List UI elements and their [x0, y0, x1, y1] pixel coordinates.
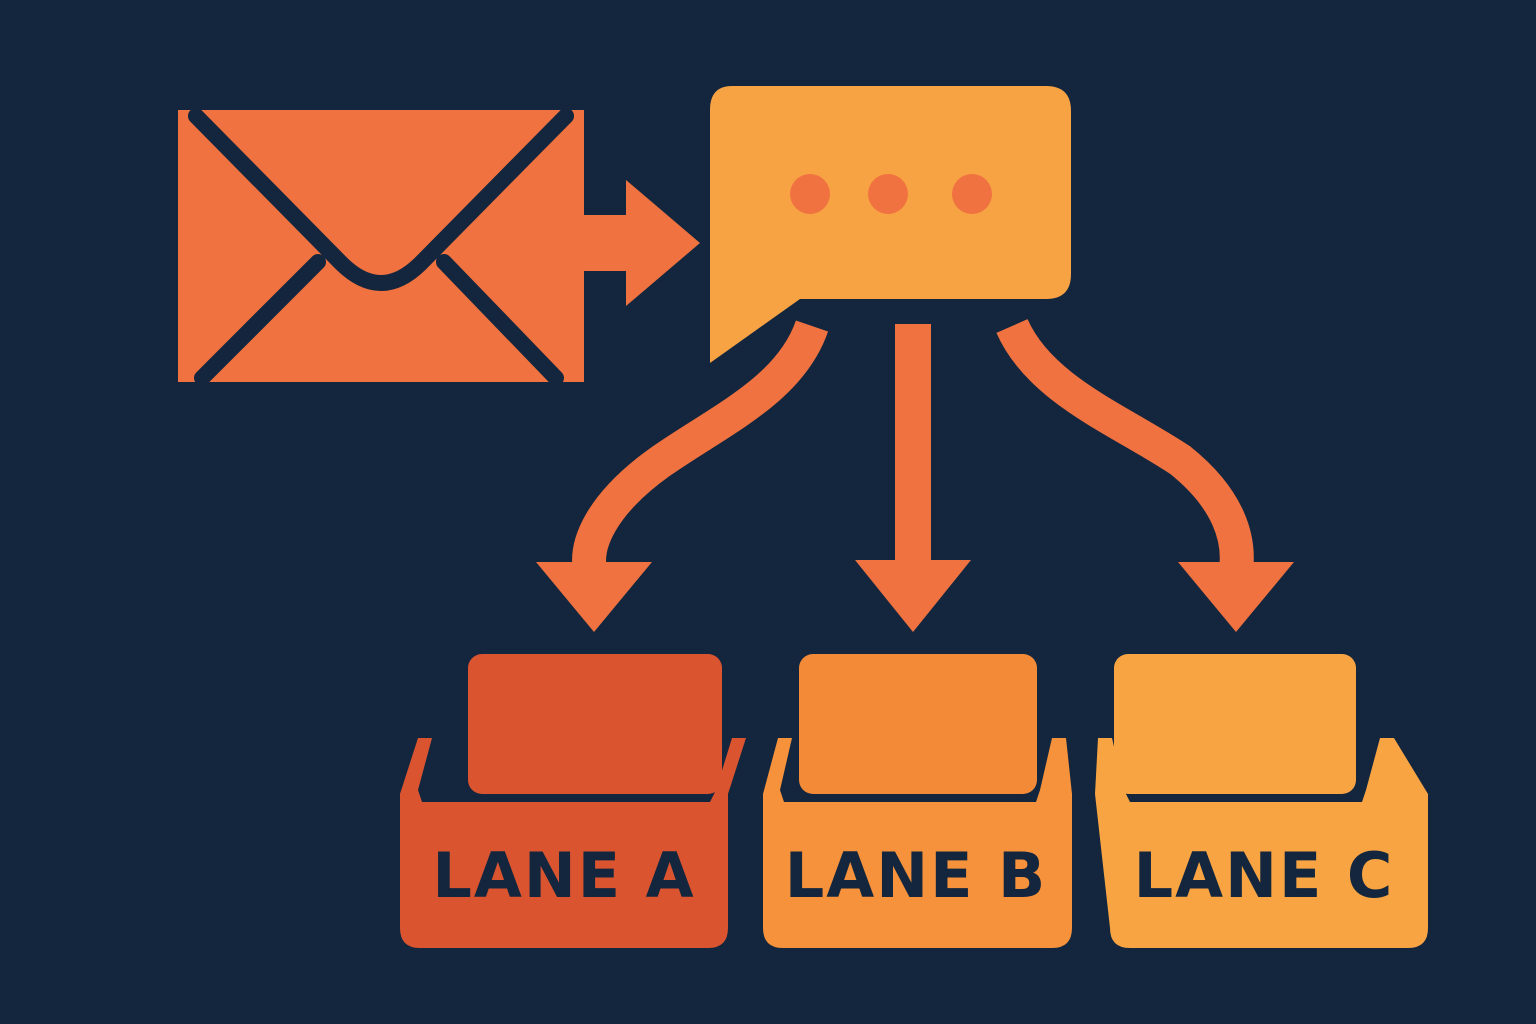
lane-label: LANE C [1134, 839, 1395, 912]
envelope-icon [178, 108, 584, 386]
chat-bubble-icon [710, 86, 1071, 363]
typing-dot [952, 174, 992, 214]
arrow-head-icon [536, 562, 652, 632]
tray-icon [1095, 738, 1428, 948]
lane-label: LANE B [785, 839, 1048, 912]
send-arrow-icon [584, 180, 700, 306]
arrow-head-icon [1178, 562, 1294, 632]
arrow-head-icon [855, 560, 971, 632]
tray-card [1114, 654, 1356, 794]
tray-icon [400, 738, 746, 948]
tray-card [468, 654, 722, 794]
lane-b-tray: LANE B [763, 654, 1072, 948]
typing-dot [868, 174, 908, 214]
lane-a-tray: LANE A [400, 654, 746, 948]
route-arrow-lane-a [572, 319, 829, 574]
route-arrow-lane-c [996, 318, 1254, 573]
route-arrows [536, 318, 1294, 632]
tray-icon [763, 738, 1072, 948]
lane-label: LANE A [432, 839, 695, 912]
tray-card [799, 654, 1037, 794]
lane-c-tray: LANE C [1095, 654, 1428, 948]
route-arrow-lane-b [895, 324, 931, 564]
typing-dot [790, 174, 830, 214]
